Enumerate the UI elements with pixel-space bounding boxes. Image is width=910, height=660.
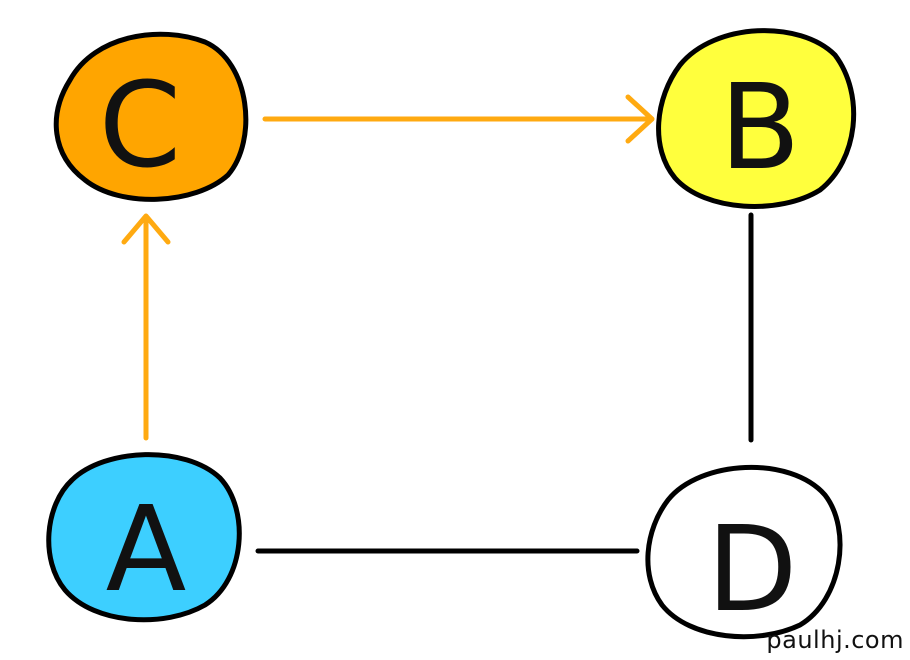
edges — [121, 94, 754, 554]
edge-c-b — [262, 94, 655, 144]
arrowhead-right-icon — [625, 94, 655, 144]
node-a-label: A — [106, 480, 187, 618]
node-a: A — [46, 452, 242, 623]
node-c: C — [53, 31, 249, 202]
edge-a-c — [121, 213, 171, 441]
node-d: D — [645, 465, 843, 640]
node-b: B — [656, 28, 857, 209]
node-d-circle — [645, 465, 843, 640]
watermark: paulhj.com — [766, 626, 904, 654]
node-b-label: B — [720, 58, 801, 196]
arrowhead-up-icon — [121, 213, 171, 245]
node-c-label: C — [99, 56, 181, 194]
node-a-circle — [46, 452, 242, 623]
node-c-circle — [53, 31, 249, 202]
node-b-circle — [656, 28, 857, 209]
node-d-label: D — [707, 500, 798, 638]
